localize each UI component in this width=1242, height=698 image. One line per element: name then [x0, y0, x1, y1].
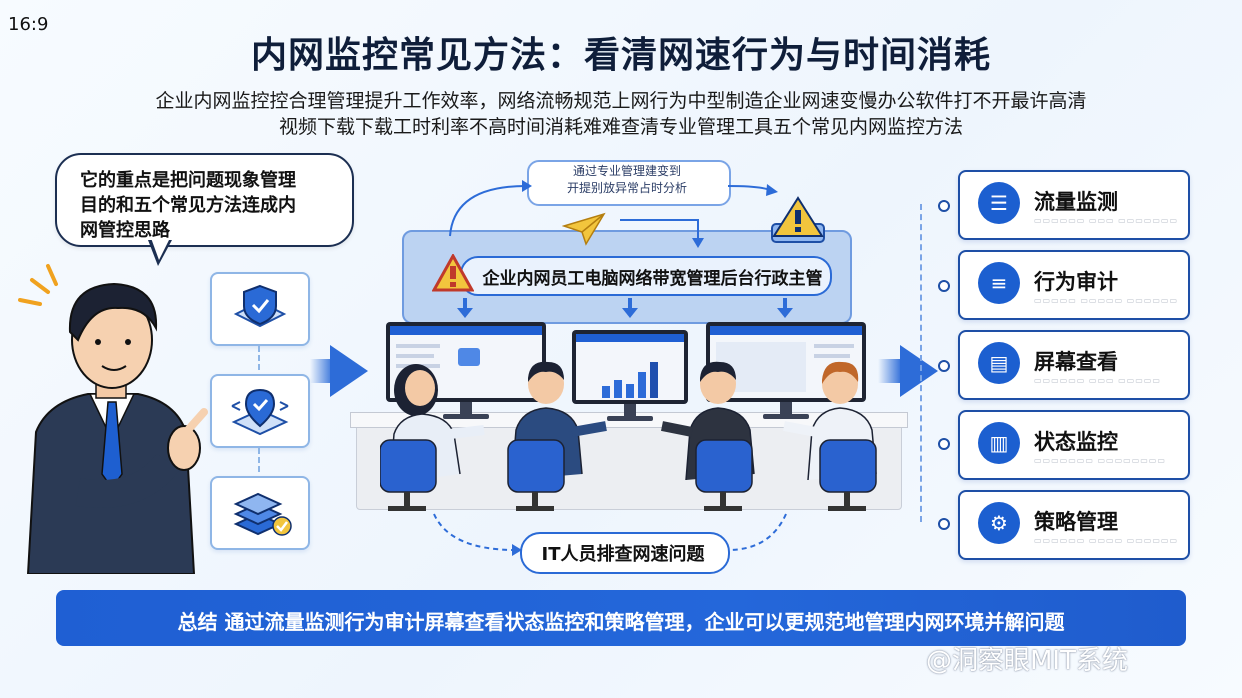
security-shield-card [210, 272, 310, 346]
it-staff-pill [520, 532, 730, 574]
top-note-text: 通过专业管理建变到 开提别放异常占时分析 [566, 164, 687, 195]
page-title: 内网监控常见方法：看清网速行为与时间消耗 [250, 35, 991, 76]
subtitle-line-1: 企业内网监控控合理管理提升工作效率，网络流畅规范上网行为中型制造企业网速变慢办公… [155, 90, 1087, 112]
top-note-box [527, 160, 731, 206]
shield-check-icon [233, 284, 287, 328]
method-card-traffic[interactable]: ☰ 流量监测 ▭▭▭▭▭▭ ▭▭▭ ▭▭▭▭▭▭▭ [958, 170, 1190, 240]
location-pin-card [210, 374, 310, 448]
monitor-2 [572, 330, 688, 404]
location-pin-icon [231, 388, 289, 436]
center-label-pill [460, 256, 832, 296]
flow-arrows [449, 180, 778, 248]
speech-line-3: 网管控思路 [80, 220, 170, 241]
database-icon: ☰ [978, 182, 1020, 224]
speech-bubble-text: 它的重点是把问题现象管理 目的和五个常见方法连成内 网管控思路 [80, 168, 340, 243]
method-card-status[interactable]: ▥ 状态监控 ▭▭▭▭▭▭▭ ▭▭▭▭▭▭▭▭ [958, 410, 1190, 480]
method-card-audit[interactable]: ≡ 行为审计 ▭▭▭▭▭ ▭▭▭▭▭ ▭▭▭▭▭▭ [958, 250, 1190, 320]
arrow-right-icon [330, 345, 368, 397]
it-staff-text: IT人员排查网速问题 [541, 544, 705, 565]
method-title: 行为审计 [1034, 270, 1118, 294]
stack-check-card [210, 476, 310, 550]
watermark: @洞察眼MIT系统 [926, 646, 1128, 676]
businessman-illustration [18, 264, 208, 574]
stacked-layers-icon [233, 492, 292, 536]
center-label-text: 企业内网员工电脑网络带宽管理后台行政主管 [482, 269, 823, 289]
speech-line-2: 目的和五个常见方法连成内 [80, 195, 296, 216]
speech-bubble [55, 153, 354, 247]
warning-triangle-icon [771, 196, 825, 243]
method-card-policy[interactable]: ⚙ 策略管理 ▭▭▭▭▭▭ ▭▭▭▭ ▭▭▭▭▭▭ [958, 490, 1190, 560]
warning-triangle-icon-2 [432, 254, 474, 292]
gear-icon: ⚙ [978, 502, 1020, 544]
employees-illustration [380, 361, 877, 511]
bar-chart-icon: ▥ [978, 422, 1020, 464]
aspect-ratio-label: 16:9 [8, 14, 49, 35]
down-arrows [457, 298, 793, 318]
bar-chart-graphic [602, 362, 658, 398]
arrow-right-icon-2 [900, 345, 938, 397]
method-title: 屏幕查看 [1034, 350, 1118, 374]
summary-banner [56, 590, 1186, 646]
subtitle-line-2: 视频下载下载工时利率不高时间消耗难难查清专业管理工具五个常见内网监控方法 [278, 116, 963, 138]
method-title: 状态监控 [1034, 430, 1118, 454]
layers-icon: ≡ [978, 262, 1020, 304]
paper-plane-icon [562, 212, 606, 246]
method-list-connector [920, 204, 944, 522]
method-title: 策略管理 [1034, 510, 1118, 534]
attention-marks-icon [18, 264, 58, 306]
method-title: 流量监测 [1034, 190, 1118, 214]
summary-text: 总结 通过流量监测行为审计屏幕查看状态监控和策略管理，企业可以更规范地管理内网环… [177, 610, 1065, 634]
it-flow-arrows [433, 513, 787, 556]
method-card-screen[interactable]: ▤ 屏幕查看 ▭▭▭▭▭▭ ▭▭▭ ▭▭▭▭▭ [958, 330, 1190, 400]
document-icon: ▤ [978, 342, 1020, 384]
speech-line-1: 它的重点是把问题现象管理 [80, 170, 296, 191]
